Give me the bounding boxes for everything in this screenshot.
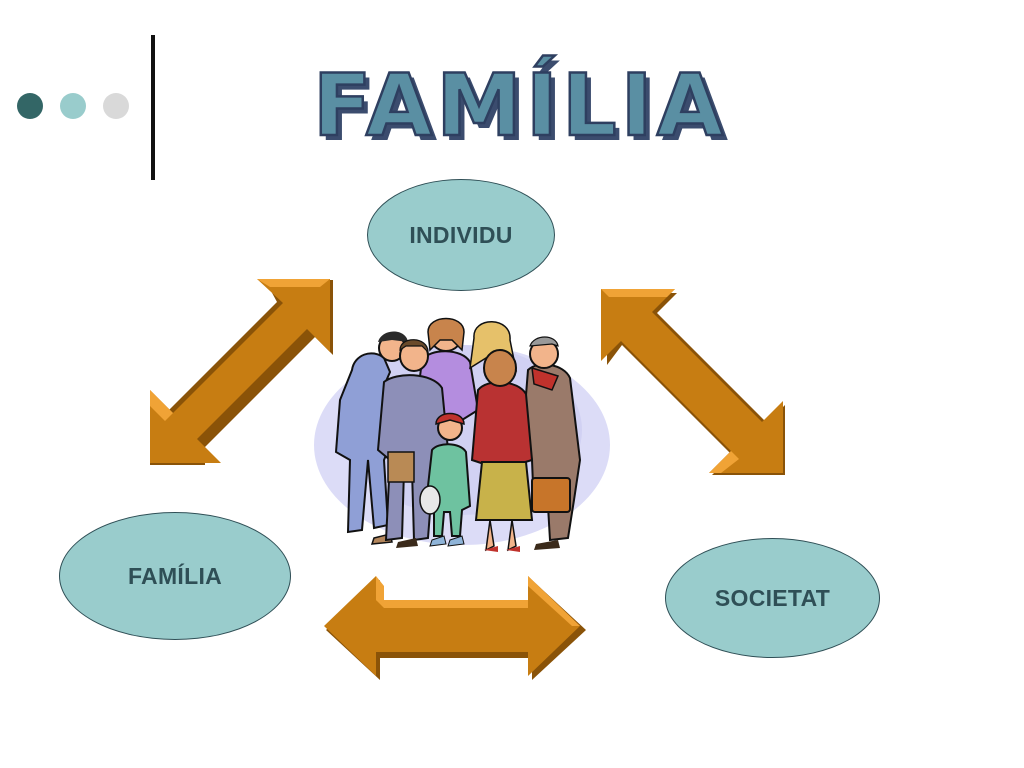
node-familia-label: FAMÍLIA: [127, 562, 223, 589]
person-child: [419, 412, 472, 547]
node-familia: FAMÍLIA: [59, 512, 291, 640]
title-text: FAMÍLIA: [313, 55, 727, 156]
node-societat-label: SOCIETAT: [714, 584, 831, 611]
title-shadow: FAMÍLIA: [318, 60, 732, 161]
node-individu-label: INDIVIDU: [409, 221, 513, 248]
people-group-icon: [314, 317, 610, 552]
bullet-dot-gray: [103, 93, 129, 119]
arrow-individu-societat: [601, 289, 785, 475]
bullet-dot-teal: [60, 93, 86, 119]
header-divider: [151, 35, 155, 180]
page-title: FAMÍLIA FAMÍLIA: [312, 54, 732, 161]
person-woman-red: [470, 349, 534, 552]
arrow-familia-societat: [324, 576, 586, 680]
bullet-dot-dark: [17, 93, 43, 119]
node-individu: INDIVIDU: [367, 179, 555, 291]
node-societat: SOCIETAT: [665, 538, 880, 658]
person-older-man: [522, 336, 582, 550]
arrow-individu-familia: [150, 279, 333, 465]
